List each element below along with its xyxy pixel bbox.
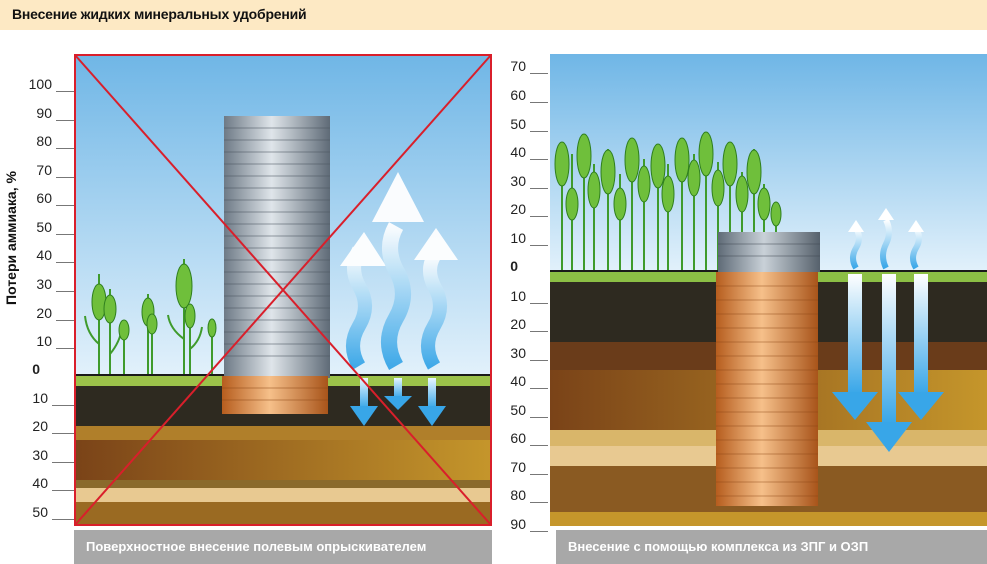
tick-label: 40 <box>510 373 526 389</box>
tick-label: 30 <box>510 345 526 361</box>
header-bar: Внесение жидких минеральных удобрений <box>0 0 987 30</box>
tick-label: 60 <box>36 190 52 206</box>
tick-label: 40 <box>510 144 526 160</box>
page-title: Внесение жидких минеральных удобрений <box>12 6 307 22</box>
left-scene <box>74 54 492 526</box>
left-caption: Поверхностное внесение полевым опрыскива… <box>74 530 492 564</box>
right-caption: Внесение с помощью комплекса из ЗПГ и ОЗ… <box>556 530 987 564</box>
wheat-field <box>561 132 777 270</box>
tick-label: 70 <box>510 58 526 74</box>
tick-label: 20 <box>510 201 526 217</box>
wheat-ears <box>554 131 782 227</box>
zero-tick-label: 0 <box>510 258 518 274</box>
tick-label: 10 <box>36 333 52 349</box>
leaching-arrows <box>350 378 446 426</box>
right-scene <box>550 54 987 526</box>
tick-label: 40 <box>36 247 52 263</box>
tick-label: 90 <box>510 516 526 532</box>
tick-label: 20 <box>510 316 526 332</box>
tick-label: 10 <box>32 390 48 406</box>
cross-out-mark <box>74 54 492 526</box>
volatilization-arrows <box>340 172 458 371</box>
tick-label: 10 <box>510 288 526 304</box>
tick-label: 100 <box>28 76 52 92</box>
tick-label: 30 <box>36 276 52 292</box>
tick-label: 60 <box>510 87 526 103</box>
soil-cylinder <box>222 376 328 414</box>
tick-label: 90 <box>36 105 52 121</box>
tick-label: 50 <box>510 402 526 418</box>
tick-label: 80 <box>510 487 526 503</box>
tick-label: 30 <box>32 447 48 463</box>
tick-label: 60 <box>510 430 526 446</box>
tick-label: 20 <box>32 418 48 434</box>
tick-label: 40 <box>32 475 48 491</box>
zero-tick-label: 0 <box>32 361 40 377</box>
infiltration-arrows <box>832 274 944 452</box>
tick-label: 50 <box>510 116 526 132</box>
tick-label: 20 <box>36 305 52 321</box>
tick-label: 70 <box>510 459 526 475</box>
soil-cylinder <box>716 272 818 506</box>
tick-label: 70 <box>36 162 52 178</box>
tick-label: 30 <box>510 173 526 189</box>
volatilization-arrows <box>848 208 924 270</box>
tick-label: 80 <box>36 133 52 149</box>
tick-label: 10 <box>510 230 526 246</box>
loss-cylinder <box>224 116 330 378</box>
tick-label: 50 <box>32 504 48 520</box>
tick-label: 50 <box>36 219 52 235</box>
loss-cylinder <box>718 232 820 272</box>
